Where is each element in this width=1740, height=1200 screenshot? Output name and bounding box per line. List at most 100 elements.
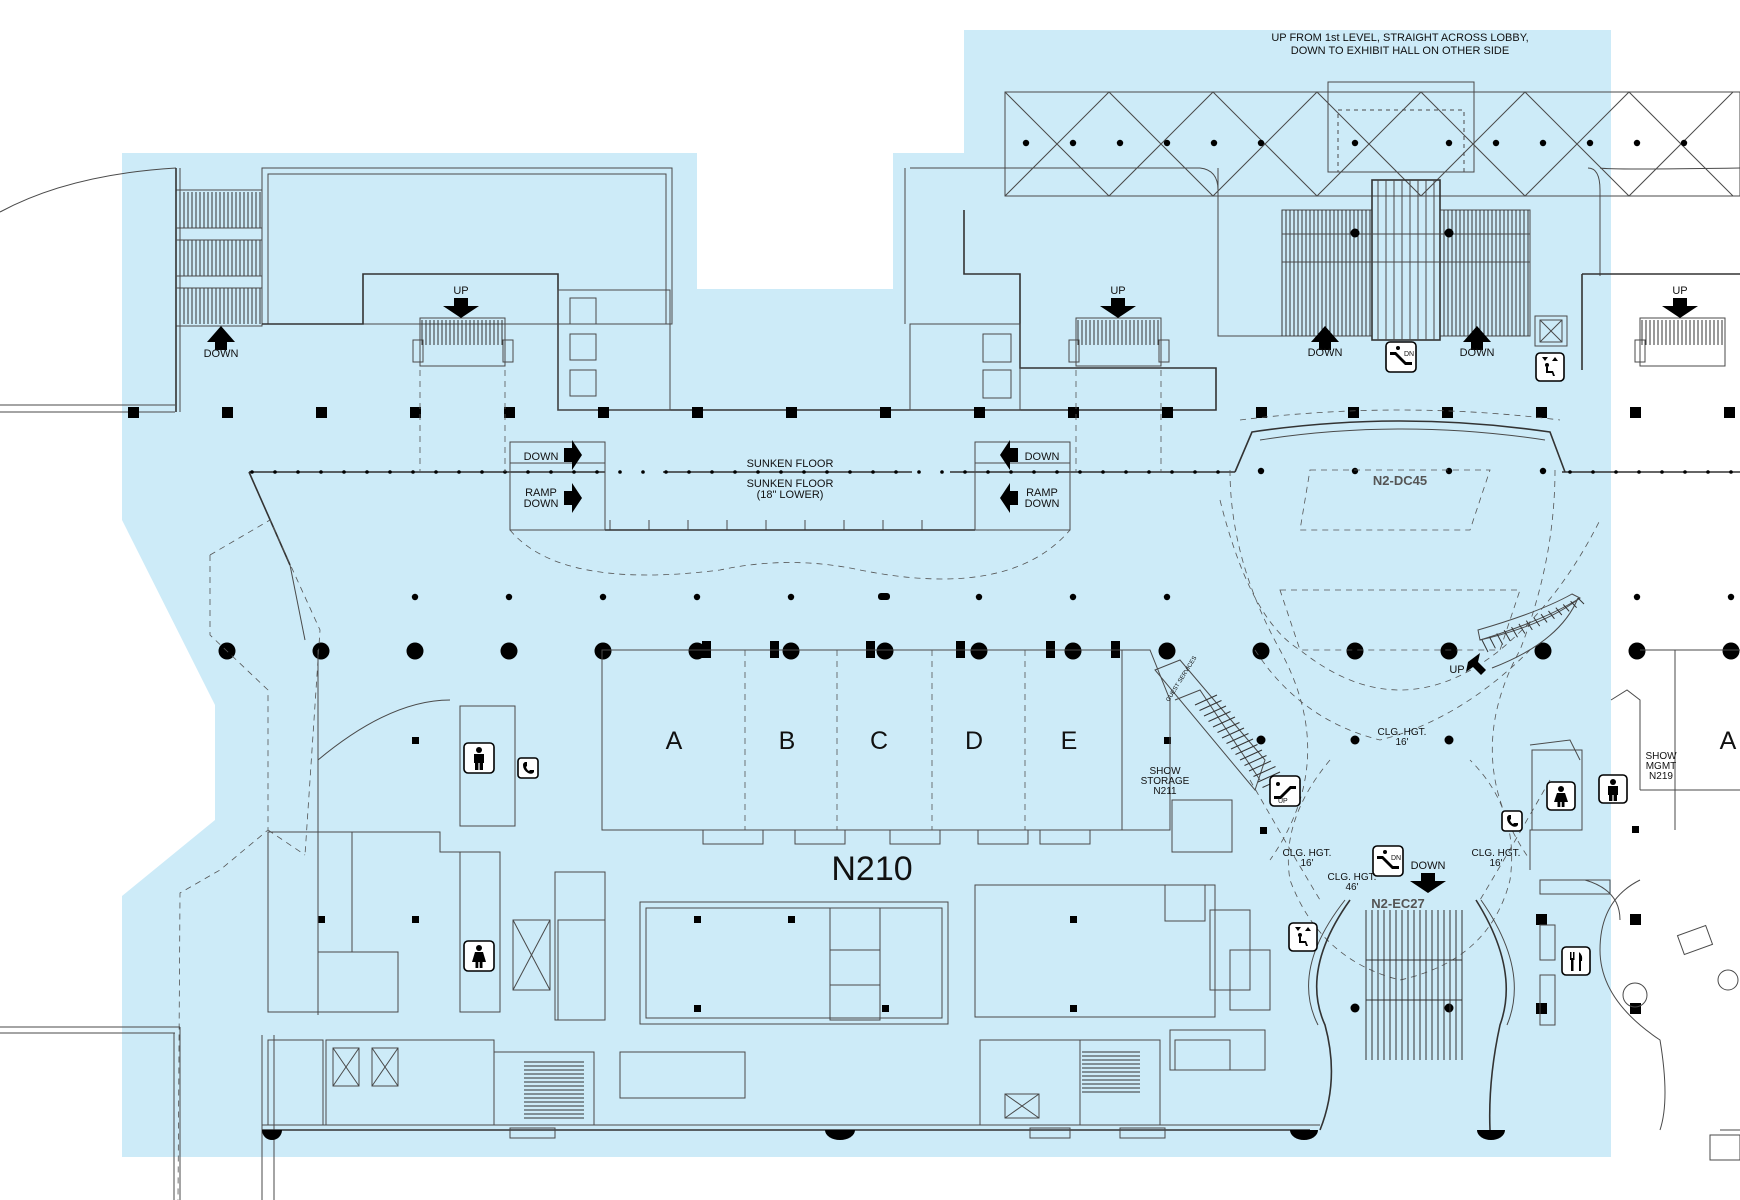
label-show-storage-code: N211 [1153, 786, 1177, 797]
rail-post [710, 470, 714, 474]
show-stair-tread [1226, 733, 1249, 744]
arrow-down-ec27 [1410, 873, 1446, 893]
label-show-storage-2: STORAGE [1141, 776, 1190, 787]
sunken-floor-area [509, 441, 1071, 580]
column [1158, 642, 1176, 660]
column [1630, 1003, 1641, 1014]
label-down-center-l: DOWN [1308, 347, 1343, 359]
accessible-elevator-icon-2 [1288, 922, 1318, 952]
room-d: D [965, 727, 983, 755]
svg-text:DN: DN [1391, 855, 1401, 862]
column [1536, 407, 1547, 418]
column [880, 407, 891, 418]
column [1257, 139, 1265, 147]
rail-post [480, 470, 484, 474]
rail-post [986, 470, 990, 474]
rail-post [1660, 470, 1664, 474]
curved-stair-tread [1518, 623, 1526, 634]
mens-restroom-icon [463, 742, 495, 774]
column [694, 916, 701, 923]
central-stair-bank [1281, 179, 1531, 341]
column [1064, 642, 1082, 660]
rail-post [572, 470, 576, 474]
label-show-storage-1: SHOW [1149, 766, 1181, 777]
rail-post [1147, 470, 1151, 474]
rail-post [1193, 470, 1197, 474]
column [1022, 139, 1030, 147]
column [1252, 642, 1270, 660]
rail-post [848, 470, 852, 474]
show-storage [1122, 649, 1266, 853]
column [1070, 1005, 1077, 1012]
column [1536, 914, 1547, 925]
column [1724, 407, 1735, 418]
food-service-icon [1561, 946, 1591, 976]
rail-post [618, 470, 622, 474]
label-show-mgmt-code: N219 [1649, 771, 1673, 782]
label-show-mgmt-2: MGMT [1646, 761, 1677, 772]
rail-post [319, 470, 323, 474]
room-c: C [870, 727, 888, 755]
column [412, 916, 419, 923]
label-clg-16-right: 16' [1489, 858, 1502, 869]
svg-text:DN: DN [1404, 351, 1414, 358]
curved-stair-tread [1577, 597, 1585, 605]
arrow-down-center-l [1311, 326, 1339, 350]
column [878, 593, 890, 600]
rail-post [1216, 470, 1220, 474]
rail-post [595, 470, 599, 474]
rail-post [1078, 470, 1082, 474]
label-clg-hgt-right: CLG. HGT. [1472, 848, 1521, 859]
column [1163, 593, 1171, 601]
column [1070, 916, 1077, 923]
right-side-rooms [1529, 649, 1740, 1161]
column [411, 593, 419, 601]
column [1445, 467, 1453, 475]
elevator-top-right [1534, 315, 1568, 347]
column [1630, 407, 1641, 418]
label-down-center-r: DOWN [1460, 347, 1495, 359]
column [1586, 139, 1594, 147]
column [500, 642, 518, 660]
rail-post [940, 470, 944, 474]
curved-stair-tread [1488, 636, 1496, 649]
stair-up-left [412, 317, 514, 472]
column [1442, 407, 1453, 418]
column [970, 642, 988, 660]
label-up-mid: UP [1110, 285, 1125, 297]
label-down-left: DOWN [204, 348, 239, 360]
rail-post [1055, 470, 1059, 474]
column [1350, 735, 1360, 745]
label-down-sunken-left: DOWN [524, 451, 559, 463]
rail-post [1101, 470, 1105, 474]
column [1534, 642, 1552, 660]
curved-stair-tread [1562, 604, 1570, 612]
label-clg-46: 46' [1345, 882, 1358, 893]
rail-post [871, 470, 875, 474]
column [1350, 228, 1360, 238]
column [594, 642, 612, 660]
column [1257, 467, 1265, 475]
rail-post [1568, 470, 1572, 474]
rail-post [1170, 470, 1174, 474]
show-stair-tread [1235, 744, 1258, 755]
arrow-down-left-stair [207, 326, 235, 350]
label-clg-hgt-46: CLG. HGT. [1328, 872, 1377, 883]
column [1444, 1003, 1454, 1013]
curved-stair-tread [1533, 617, 1541, 627]
column [975, 593, 983, 601]
rail-post [434, 470, 438, 474]
label-down-sunken-right: DOWN [1025, 451, 1060, 463]
label-sunken-floor-lower: (18" LOWER) [757, 489, 824, 501]
column [410, 407, 421, 418]
column [1633, 593, 1641, 601]
room-code-dc45: N2-DC45 [1373, 473, 1427, 488]
column [1727, 593, 1735, 601]
column [599, 593, 607, 601]
arrow-up-mid [1100, 298, 1136, 318]
rail-post [1729, 470, 1733, 474]
escalator-down-icon: DN [1385, 341, 1417, 373]
rail-post [733, 470, 737, 474]
rail-post [296, 470, 300, 474]
mens-restroom-icon-2 [1598, 774, 1628, 804]
